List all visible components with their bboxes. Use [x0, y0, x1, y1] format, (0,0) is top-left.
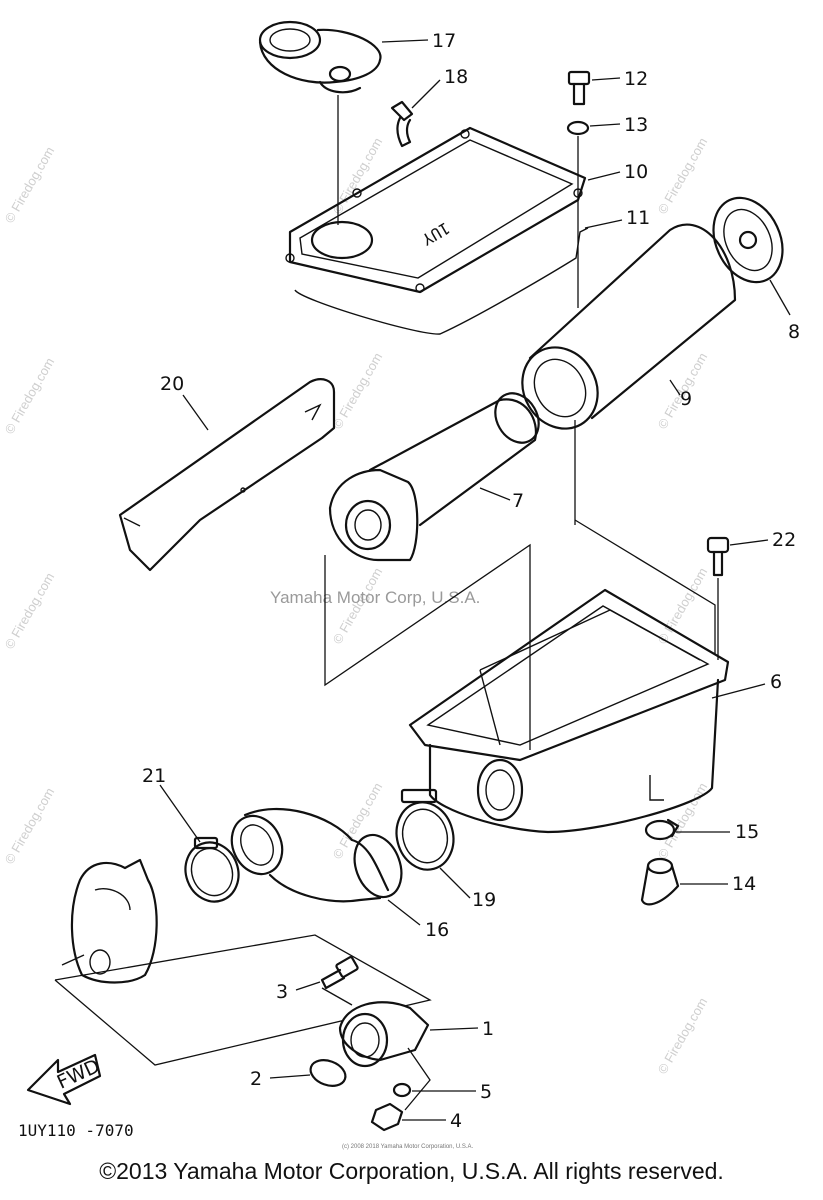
- part-11-gasket[interactable]: [294, 227, 589, 335]
- watermark: © Firedog.com: [2, 144, 58, 226]
- watermark: © Firedog.com: [2, 355, 58, 437]
- watermark: © Firedog.com: [655, 995, 711, 1077]
- diagram-code: 1UY110 -7070: [18, 1121, 134, 1140]
- part-number-6: 6: [770, 671, 782, 693]
- part-number-21: 21: [142, 765, 166, 787]
- part-19-hose-clamp[interactable]: [389, 788, 461, 876]
- part-number-18: 18: [444, 66, 468, 88]
- part-number-13: 13: [624, 114, 648, 136]
- part-15-clamp[interactable]: [644, 818, 680, 841]
- part-20-side-plate[interactable]: [118, 378, 336, 572]
- part-13-washer[interactable]: [566, 120, 590, 136]
- part-number-8: 8: [788, 321, 800, 343]
- part-number-14: 14: [732, 873, 756, 895]
- part-number-17: 17: [432, 30, 456, 52]
- part-number-4: 4: [450, 1110, 462, 1132]
- part-8-end-cap[interactable]: [700, 187, 795, 294]
- watermark: © Firedog.com: [330, 350, 386, 432]
- part-3-bolt[interactable]: [320, 956, 359, 990]
- watermark: © Firedog.com: [2, 785, 58, 867]
- part-number-16: 16: [425, 919, 449, 941]
- part-number-1: 1: [482, 1018, 494, 1040]
- part-number-9: 9: [680, 388, 692, 410]
- part-18-breather-hose[interactable]: [390, 100, 414, 148]
- part-22-bolt[interactable]: [706, 536, 730, 577]
- part-number-2: 2: [250, 1068, 262, 1090]
- part-5-washer[interactable]: [392, 1082, 412, 1098]
- part-6-air-box-case[interactable]: [408, 588, 730, 834]
- assembly-line: [404, 1047, 431, 1111]
- part-1-carburetor-joint[interactable]: [338, 1001, 430, 1068]
- part-2-o-ring[interactable]: [307, 1056, 349, 1091]
- part-7-intake-joint[interactable]: [328, 385, 547, 562]
- assembly-line: [574, 519, 716, 655]
- part-16-joint-hose[interactable]: [223, 807, 410, 904]
- leader-lines: [159, 39, 791, 1121]
- part-17-intake-duct[interactable]: [258, 20, 382, 94]
- part-number-20: 20: [160, 373, 184, 395]
- fine-print: (c) 2008 2018 Yamaha Motor Corporation, …: [342, 1144, 474, 1150]
- forward-direction-arrow: FWD: [26, 1053, 103, 1106]
- part-number-15: 15: [735, 821, 759, 843]
- part-4-nut[interactable]: [370, 1102, 404, 1132]
- part-number-10: 10: [624, 161, 648, 183]
- exploded-parts-diagram: © Firedog.com © Firedog.com © Firedog.co…: [2, 20, 800, 1150]
- watermark: © Firedog.com: [2, 570, 58, 652]
- part-number-22: 22: [772, 529, 796, 551]
- assembly-bracket: [54, 934, 432, 1066]
- part-number-12: 12: [624, 68, 648, 90]
- watermark: © Firedog.com: [330, 780, 386, 862]
- assembly-line: [321, 987, 353, 1006]
- part-number-11: 11: [626, 207, 650, 229]
- watermark: © Firedog.com: [655, 135, 711, 217]
- assembly-bracket: [324, 543, 531, 750]
- part-number-19: 19: [472, 889, 496, 911]
- part-number-labels: 17 18 12 13 10 11 8 9 20 7 22 6 21 15 14…: [142, 30, 800, 1132]
- part-9-air-filter-element[interactable]: [508, 223, 737, 443]
- part-number-5: 5: [480, 1081, 492, 1103]
- part-12-bolt[interactable]: [567, 70, 591, 106]
- part-21-hose-clamp[interactable]: [177, 835, 246, 909]
- part-number-7: 7: [512, 490, 524, 512]
- part-14-drain-pipe[interactable]: [640, 857, 680, 906]
- center-watermark: Yamaha Motor Corp, U.S.A.: [270, 588, 480, 607]
- cover-marking: 1UY: [418, 218, 453, 249]
- copyright-notice: ©2013 Yamaha Motor Corporation, U.S.A. A…: [99, 1158, 724, 1184]
- part-number-3: 3: [276, 981, 288, 1003]
- carburetor-outline[interactable]: [61, 858, 158, 984]
